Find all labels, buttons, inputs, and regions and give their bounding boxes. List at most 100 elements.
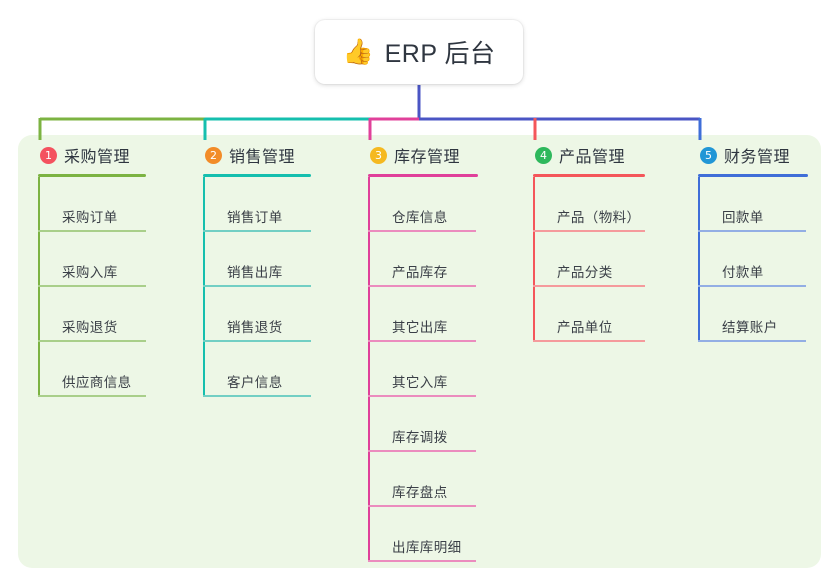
leaf-item-underline: [368, 395, 476, 397]
column-index-badge: 4: [535, 146, 552, 164]
leaf-item[interactable]: 产品单位: [533, 287, 645, 342]
column-5: 5 财务管理回款单付款单结算账户: [698, 142, 808, 342]
leaf-item-label: 付款单: [722, 265, 764, 280]
thumbs-up-icon: 👍: [342, 37, 374, 66]
column-items: 采购订单采购入库采购退货供应商信息: [38, 177, 146, 397]
column-title: 采购管理: [64, 149, 131, 166]
leaf-item[interactable]: 库存盘点: [368, 452, 478, 507]
leaf-item-underline: [38, 340, 146, 342]
leaf-item[interactable]: 采购入库: [38, 232, 146, 287]
column-2: 2 销售管理销售订单销售出库销售退货客户信息: [203, 142, 311, 397]
column-spine: [203, 177, 205, 397]
leaf-item[interactable]: 结算账户: [698, 287, 808, 342]
leaf-item-label: 回款单: [722, 210, 764, 225]
leaf-item-label: 产品分类: [557, 265, 613, 280]
leaf-item-underline: [203, 285, 311, 287]
leaf-item[interactable]: 采购退货: [38, 287, 146, 342]
column-spine: [533, 177, 535, 342]
column-index-badge: 2: [205, 146, 222, 164]
leaf-item-label: 产品单位: [557, 320, 613, 335]
column-index-badge: 3: [370, 146, 387, 164]
leaf-item[interactable]: 客户信息: [203, 342, 311, 397]
column-4: 4 产品管理产品（物料） 产品分类产品单位: [533, 142, 645, 342]
leaf-item-label: 采购入库: [62, 265, 118, 280]
leaf-item[interactable]: 销售出库: [203, 232, 311, 287]
column-header-underline: [203, 174, 311, 177]
leaf-item-label: 其它出库: [392, 320, 448, 335]
leaf-item-label: 仓库信息: [392, 210, 448, 225]
leaf-item[interactable]: 销售退货: [203, 287, 311, 342]
leaf-item-underline: [698, 285, 806, 287]
leaf-item-label: 销售订单: [227, 210, 283, 225]
leaf-item[interactable]: 采购订单: [38, 177, 146, 232]
leaf-item-label: 客户信息: [227, 375, 283, 390]
column-items: 销售订单销售出库销售退货客户信息: [203, 177, 311, 397]
leaf-item-label: 销售退货: [227, 320, 283, 335]
leaf-item-underline: [698, 340, 806, 342]
leaf-item[interactable]: 回款单: [698, 177, 808, 232]
column-spine: [38, 177, 40, 397]
column-items: 产品（物料） 产品分类产品单位: [533, 177, 645, 342]
column-header-5[interactable]: 5 财务管理: [698, 142, 808, 168]
leaf-item-label: 供应商信息: [62, 375, 132, 390]
leaf-item-label: 销售出库: [227, 265, 283, 280]
column-items: 回款单付款单结算账户: [698, 177, 808, 342]
leaf-item[interactable]: 供应商信息: [38, 342, 146, 397]
diagram-background-panel: [18, 135, 821, 568]
leaf-item-underline: [368, 230, 476, 232]
leaf-item-underline: [203, 230, 311, 232]
column-3: 3 库存管理仓库信息产品库存其它出库其它入库库存调拨库存盘点出库库明细: [368, 142, 478, 562]
leaf-item-underline: [368, 560, 476, 562]
leaf-item[interactable]: 其它入库: [368, 342, 478, 397]
leaf-item-label: 产品（物料）: [557, 210, 641, 225]
column-1: 1 采购管理采购订单采购入库采购退货供应商信息: [38, 142, 146, 397]
column-index-badge: 1: [40, 146, 57, 164]
leaf-item-underline: [698, 230, 806, 232]
leaf-item-label: 库存盘点: [392, 485, 448, 500]
leaf-item-label: 结算账户: [722, 320, 778, 335]
leaf-item[interactable]: 仓库信息: [368, 177, 478, 232]
leaf-item[interactable]: 销售订单: [203, 177, 311, 232]
column-header-1[interactable]: 1 采购管理: [38, 142, 146, 168]
leaf-item-underline: [203, 340, 311, 342]
leaf-item-underline: [203, 395, 311, 397]
leaf-item-underline: [368, 285, 476, 287]
root-node-erp-backend[interactable]: 👍 ERP 后台: [315, 20, 523, 84]
column-title: 库存管理: [394, 149, 461, 166]
column-spine: [698, 177, 700, 342]
leaf-item-underline: [368, 450, 476, 452]
leaf-item[interactable]: 其它出库: [368, 287, 478, 342]
leaf-item[interactable]: 产品（物料）: [533, 177, 645, 232]
column-header-underline: [38, 174, 146, 177]
column-title: 财务管理: [724, 149, 791, 166]
column-items: 仓库信息产品库存其它出库其它入库库存调拨库存盘点出库库明细: [368, 177, 478, 562]
leaf-item[interactable]: 库存调拨: [368, 397, 478, 452]
leaf-item-underline: [533, 340, 645, 342]
column-title: 产品管理: [559, 149, 626, 166]
column-spine: [368, 177, 370, 562]
leaf-item[interactable]: 产品库存: [368, 232, 478, 287]
leaf-item[interactable]: 付款单: [698, 232, 808, 287]
column-title: 销售管理: [229, 149, 296, 166]
leaf-item-underline: [533, 285, 645, 287]
column-header-4[interactable]: 4 产品管理: [533, 142, 645, 168]
leaf-item[interactable]: 产品分类: [533, 232, 645, 287]
leaf-item-underline: [38, 285, 146, 287]
leaf-item-label: 出库库明细: [392, 540, 462, 555]
leaf-item-label: 采购订单: [62, 210, 118, 225]
column-header-underline: [368, 174, 478, 177]
column-header-underline: [698, 174, 808, 177]
leaf-item-underline: [38, 395, 146, 397]
leaf-item-label: 库存调拨: [392, 430, 448, 445]
leaf-item-label: 产品库存: [392, 265, 448, 280]
column-header-3[interactable]: 3 库存管理: [368, 142, 478, 168]
leaf-item-underline: [533, 230, 645, 232]
leaf-item-underline: [38, 230, 146, 232]
leaf-item[interactable]: 出库库明细: [368, 507, 478, 562]
column-index-badge: 5: [700, 146, 717, 164]
leaf-item-label: 采购退货: [62, 320, 118, 335]
column-header-underline: [533, 174, 645, 177]
column-header-2[interactable]: 2 销售管理: [203, 142, 311, 168]
leaf-item-underline: [368, 340, 476, 342]
